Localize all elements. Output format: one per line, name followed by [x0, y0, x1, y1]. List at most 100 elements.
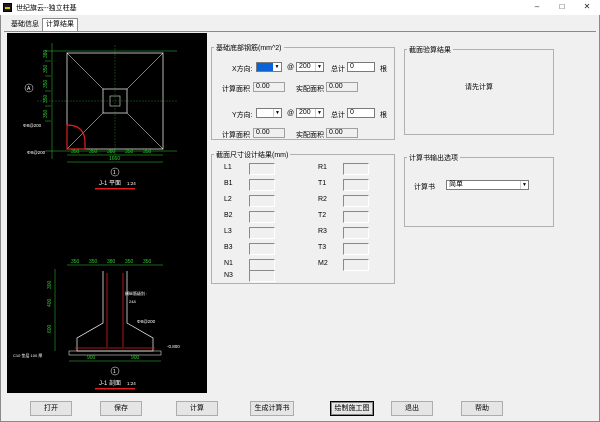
x-total-field[interactable]: 0 [347, 62, 375, 72]
report-dropdown-icon: ▼ [520, 181, 528, 189]
y-diameter-select[interactable]: ▼ [256, 108, 282, 118]
report-type-select[interactable]: 简单 ▼ [446, 180, 529, 190]
report-type-value: 简单 [449, 181, 463, 188]
dim-label-l2: L2 [224, 196, 232, 203]
y-actual-area-field: 0.00 [326, 128, 358, 138]
plan-dim-bottom-3: 350 [125, 149, 134, 155]
section-dim-top-1: 350 [89, 259, 98, 265]
section-scale: 1:24 [127, 381, 136, 386]
section-dim-left-2: 300 [47, 280, 53, 289]
dim-field-l2 [249, 195, 275, 207]
dim-field-b3 [249, 243, 275, 255]
section-caption: J-1 剖面 [99, 379, 121, 387]
x-diameter-select[interactable] [256, 62, 282, 72]
x-spacing-select[interactable]: 200▼ [296, 62, 324, 72]
cad-drawing-canvas[interactable]: 380 350 350 350 350 A Φ8@200 350 350 380… [7, 33, 207, 393]
dim-field-n3 [249, 270, 275, 282]
plan-dim-bottom-0: 350 [71, 149, 80, 155]
generate-report-button[interactable]: 生成计算书 [250, 401, 294, 416]
report-group [404, 157, 554, 227]
maximize-icon[interactable]: □ [559, 2, 565, 11]
dim-label-n1: N1 [224, 260, 233, 267]
y-total-label: 总计 [331, 112, 345, 119]
dim-field-m2 [343, 259, 369, 271]
y-direction-label: Y方向: [232, 112, 253, 119]
x-calc-area-label: 计算面积 [222, 86, 250, 93]
x-unit-label: 根 [380, 66, 387, 73]
plan-dim-bottom-1: 350 [89, 149, 98, 155]
section-rebar-label: Φ8@200 [137, 319, 156, 324]
dim-label-l1: L1 [224, 164, 232, 171]
section-check-group [404, 49, 554, 135]
section-dim-bottom-1: 900 [131, 355, 140, 361]
plan-dim-bottom-2: 380 [107, 149, 116, 155]
section-dim-left-0: 600 [47, 324, 53, 333]
plan-view: 380 350 350 350 350 A Φ8@200 350 350 380… [23, 43, 177, 190]
y-calc-area-label: 计算面积 [222, 132, 250, 139]
report-group-title: 计算书输出选项 [407, 153, 460, 163]
x-actual-area-field: 0.00 [326, 82, 358, 92]
dim-label-b1: B1 [224, 180, 233, 187]
section-dim-bottom-0: 900 [87, 355, 96, 361]
plan-scale: 1:24 [127, 181, 136, 186]
dim-field-r3 [343, 227, 369, 239]
plan-dim-left-4: 350 [43, 109, 49, 118]
close-icon[interactable]: ✕ [583, 2, 591, 11]
dim-field-t2 [343, 211, 369, 223]
section-left-note: C10 垫层 100 厚 [13, 352, 42, 358]
y-calc-area-field: 0.00 [253, 128, 285, 138]
dim-field-b2 [249, 211, 275, 223]
dim-field-t1 [343, 179, 369, 191]
plan-dim-left-1: 350 [43, 64, 49, 73]
exit-button[interactable]: 退出 [391, 401, 433, 416]
x-at-sign: @ [287, 64, 295, 71]
section-dim-left-1: 400 [47, 298, 53, 307]
open-button[interactable]: 打开 [30, 401, 72, 416]
minimize-icon[interactable]: – [534, 2, 540, 11]
y-actual-area-label: 实配面积 [296, 132, 324, 139]
section-note-1: 248 [129, 299, 136, 304]
dim-label-t2: T2 [318, 212, 327, 219]
plan-dim-left-2: 350 [43, 79, 49, 88]
plan-dim-left-3: 350 [43, 94, 49, 103]
plan-rebar-label: Φ8@200 [23, 123, 42, 128]
dim-label-r3: R3 [318, 228, 327, 235]
section-dim-top-0: 350 [71, 259, 80, 265]
dims-group [211, 154, 395, 284]
save-button[interactable]: 保存 [100, 401, 142, 416]
dim-label-t1: T1 [318, 180, 327, 187]
tab-basic-info[interactable]: 基础信息 [11, 21, 39, 28]
window-title: 世纪旗云--独立柱基 [16, 5, 77, 12]
section-view: 350 350 380 350 350 600 400 300 横纵筋级别 : … [13, 259, 180, 390]
dim-label-n3: N3 [224, 272, 233, 279]
x-calc-area-field: 0.00 [253, 82, 285, 92]
dims-group-title: 截面尺寸设计结果(mm) [214, 150, 291, 160]
dim-label-b2: B2 [224, 212, 233, 219]
dim-field-l3 [249, 227, 275, 239]
rebar-group [211, 47, 395, 140]
plan-rebar-label-2: Φ8@200 [27, 150, 46, 155]
dim-field-l1 [249, 163, 275, 175]
foundation-drawing: 380 350 350 350 350 A Φ8@200 350 350 380… [13, 43, 180, 390]
dim-field-b1 [249, 179, 275, 191]
section-check-message: 请先计算 [465, 84, 493, 91]
tab-results[interactable]: 计算结果 [42, 18, 78, 32]
section-note-0: 横纵筋级别 : [125, 290, 147, 296]
y-spacing-select[interactable]: 200▼ [296, 108, 324, 118]
y-spacing-dropdown-icon: ▼ [315, 109, 323, 117]
section-axis-number: 1 [113, 369, 116, 375]
help-button[interactable]: 帮助 [461, 401, 503, 416]
app-logo-icon [3, 3, 12, 12]
y-total-field[interactable]: 0 [347, 108, 375, 118]
plan-dim-left-0: 380 [43, 49, 49, 58]
section-check-title: 截面验算结果 [407, 45, 453, 55]
dim-field-r2 [343, 195, 369, 207]
x-spacing-dropdown-icon: ▼ [315, 63, 323, 71]
calculate-button[interactable]: 计算 [176, 401, 218, 416]
dim-label-r2: R2 [318, 196, 327, 203]
x-diameter-dropdown-icon[interactable]: ▼ [273, 63, 281, 71]
plan-axis-number: 1 [113, 170, 116, 176]
draw-construction-button[interactable]: 绘制施工图 [330, 401, 374, 416]
dim-label-m2: M2 [318, 260, 328, 267]
dim-field-r1 [343, 163, 369, 175]
